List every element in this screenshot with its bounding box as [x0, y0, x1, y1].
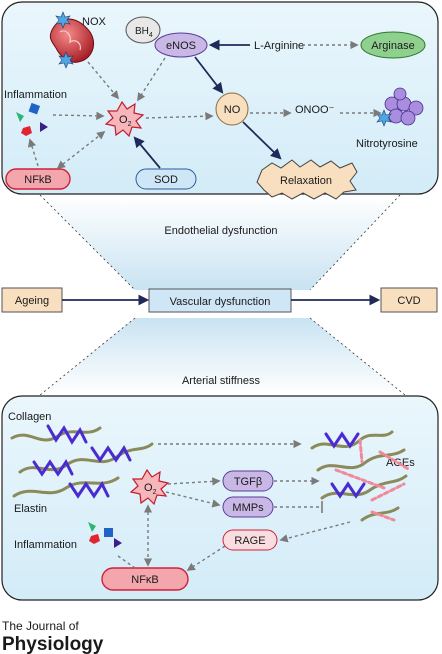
- nfkb-node: [101, 567, 189, 591]
- vascular-label: Vascular dysfunction: [170, 296, 271, 308]
- o2-label: O2: [144, 482, 157, 496]
- elastin-label: Elastin: [14, 503, 47, 515]
- cvd-node: [380, 287, 438, 313]
- mitochondrion-icon: [49, 18, 94, 63]
- bh4-label: BH4: [135, 26, 153, 39]
- enos-label: eNOS: [166, 40, 196, 52]
- endothelial-label: Endothelial dysfunction: [164, 225, 277, 237]
- superoxide-burst-icon: [129, 468, 170, 506]
- inflammation-icon: [88, 522, 122, 548]
- no-label: NO: [224, 104, 241, 116]
- relaxation-label: Relaxation: [280, 175, 332, 187]
- rage-label: RAGE: [234, 535, 265, 547]
- inflammation-label: Inflammation: [4, 89, 67, 101]
- mmps-label: MMPs: [232, 502, 264, 514]
- nfkb-label: NFκB: [131, 574, 159, 586]
- superoxide-burst-icon: [104, 100, 145, 138]
- arterial-label: Arterial stiffness: [182, 375, 261, 387]
- sod-node: [135, 168, 197, 190]
- onoo-label: ONOO⁻: [295, 104, 335, 116]
- fibre-network-left: [10, 424, 154, 499]
- inflammation-icon: [16, 102, 48, 136]
- journal-line1: The Journal of: [2, 619, 79, 633]
- nox-label: NOX: [82, 16, 107, 28]
- nitrotyrosine-icon: [376, 87, 424, 127]
- nfkb-node: [5, 168, 71, 190]
- nfkb-label: NFkB: [24, 174, 52, 186]
- arginase-node: [360, 31, 426, 59]
- enos-node: [154, 32, 208, 58]
- arterial-panel: [1, 395, 439, 601]
- nitrotyrosine-label: Nitrotyrosine: [356, 138, 418, 150]
- top-arrows: [27, 39, 382, 170]
- l-arginine-label: L-Arginine: [254, 40, 304, 52]
- arginase-label: Arginase: [371, 40, 414, 52]
- journal-line2: Physiology: [2, 634, 104, 654]
- rage-node: [222, 529, 278, 551]
- collagen-label: Collagen: [8, 411, 51, 423]
- fibre-network-right: [310, 430, 412, 522]
- funnel-bottom: [40, 318, 405, 395]
- funnel-top: [40, 195, 400, 290]
- star-icon: [55, 11, 71, 29]
- tgfb-label: TGFβ: [234, 476, 262, 488]
- bottom-arrows: [117, 439, 351, 571]
- o2-label: O2: [119, 114, 132, 128]
- inflammation-label: Inflammation: [14, 539, 77, 551]
- no-node: [215, 92, 249, 126]
- mmps-node: [222, 496, 274, 518]
- bh4-node: [125, 16, 161, 44]
- cvd-label: CVD: [397, 295, 420, 307]
- sod-label: SOD: [154, 174, 178, 186]
- star-icon: [58, 51, 74, 69]
- tgfb-node: [222, 470, 274, 492]
- ageing-label: Ageing: [15, 295, 49, 307]
- relaxation-burst: [256, 159, 358, 200]
